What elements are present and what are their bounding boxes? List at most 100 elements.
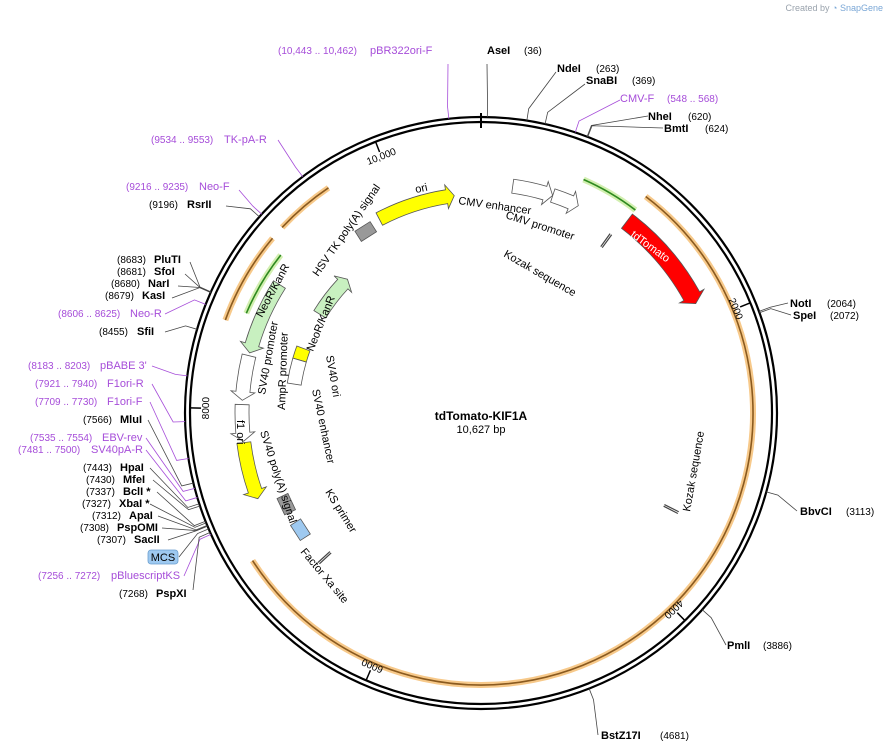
primer-name: pBluescriptKS (111, 570, 180, 582)
leader-line (701, 609, 727, 646)
primer-range: (548 .. 568) (667, 94, 718, 105)
tick-mark (365, 669, 372, 681)
small-feature-mark (600, 233, 611, 247)
site-enzyme: NarI (148, 278, 169, 290)
small-feature-box (289, 518, 311, 542)
site-position: (7307) (97, 535, 126, 546)
site-enzyme: ApaI (129, 510, 153, 522)
mcs-badge[interactable] (147, 549, 179, 565)
leader-line (145, 449, 198, 502)
small-feature-mark (601, 234, 613, 249)
site-position: (263) (596, 64, 619, 75)
primer-range: (8606 .. 8625) (58, 309, 120, 320)
site-enzyme: NdeI (557, 63, 581, 75)
leader-line (759, 308, 792, 316)
site-position: (2072) (830, 311, 859, 322)
leader-line (164, 299, 206, 315)
leader-line (277, 139, 304, 177)
leader-line (192, 532, 211, 591)
primer-range: (7535 .. 7554) (30, 433, 92, 444)
label-leaders (145, 63, 798, 736)
primer-name: CMV-F (620, 93, 655, 105)
site-position: (7268) (119, 589, 148, 600)
site-enzyme: XbaI * (119, 498, 150, 510)
site-enzyme: PluTI (154, 254, 181, 266)
site-position: (7312) (92, 511, 121, 522)
site-enzyme: MfeI (123, 474, 145, 486)
leader-line (152, 479, 201, 511)
highlight-arc-green-core (583, 178, 636, 211)
small-feature-box (276, 492, 297, 516)
small-features (276, 221, 679, 565)
site-position: (8680) (111, 279, 140, 290)
site-position: (8455) (99, 327, 128, 338)
site-enzyme: SpeI (793, 310, 816, 322)
leader-line (184, 273, 211, 293)
feature-arrow (292, 345, 311, 363)
feature-label-ks-primer: KS primer (322, 487, 358, 535)
leader-line (171, 287, 211, 299)
site-enzyme: BbvCI (800, 506, 832, 518)
feature-label-kozak: Kozak sequence (681, 430, 707, 512)
leader-line (758, 302, 789, 312)
leader-line (586, 115, 649, 137)
primer-name: pBABE 3' (100, 360, 147, 372)
site-position: (36) (524, 46, 542, 57)
site-position: (7443) (83, 463, 112, 474)
leader-line (145, 437, 195, 492)
site-position: (8679) (105, 291, 134, 302)
feature-label-cmv-promoter: CMV promoter (504, 209, 576, 243)
feature-arrow (286, 357, 307, 386)
small-feature-box (354, 221, 378, 242)
primer-name: Neo-R (130, 308, 162, 320)
site-enzyme: PmlI (727, 640, 750, 652)
site-position: (7308) (80, 523, 109, 534)
feature-arrow (511, 178, 554, 206)
highlight-arc-green-core (245, 254, 282, 314)
feature-label-sv40-polya: SV40 poly(A) signal (257, 429, 298, 525)
feature-arrow (229, 403, 256, 442)
feature-label-sv40-enhancer: SV40 enhancer (309, 388, 337, 465)
site-enzyme: KasI (142, 290, 165, 302)
features (229, 178, 706, 500)
plasmid-name: tdTomato-KIF1A (435, 409, 528, 423)
site-enzyme: BclI * (123, 486, 151, 498)
tick-label: 8000 (201, 397, 212, 420)
credit-prefix: Created by (785, 3, 830, 13)
primer-name: F1ori-R (107, 378, 144, 390)
leader-line (164, 325, 198, 333)
leader-line (157, 515, 208, 531)
leader-line (238, 189, 262, 215)
site-position: (8681) (117, 267, 146, 278)
leader-line (178, 528, 209, 558)
highlight-arc-core (627, 289, 754, 643)
leader-line (526, 71, 557, 121)
site-enzyme: AseI (487, 45, 510, 57)
feature-label-ori: ori (414, 182, 428, 196)
feature-label-ampr-promoter: AmpR promoter (276, 332, 291, 410)
site-position: (8683) (117, 255, 146, 266)
primer-range: (7256 .. 7272) (38, 571, 100, 582)
site-position: (9196) (149, 200, 178, 211)
site-enzyme: BstZ17I (601, 730, 641, 742)
site-enzyme: SfiI (137, 326, 154, 338)
site-enzyme: PspXI (156, 588, 187, 600)
site-enzyme: BmtI (664, 123, 688, 135)
feature-label-sv40-ori: SV40 ori (323, 354, 342, 398)
feature-arrow (620, 213, 706, 305)
feature-arrow (229, 353, 257, 401)
primer-range: (9534 .. 9553) (151, 135, 213, 146)
leader-line (151, 383, 186, 423)
site-enzyme: NotI (790, 298, 811, 310)
site-enzyme: PspOMI (117, 522, 158, 534)
leader-line (147, 419, 194, 487)
highlight-arc-green (582, 176, 638, 213)
leader-line (544, 83, 586, 125)
small-feature-mark (317, 551, 331, 563)
feature-label-factor-xa: Factor Xa site (298, 546, 351, 606)
site-position: (624) (705, 124, 728, 135)
site-enzyme: SnaBI (586, 75, 617, 87)
feature-highlights (222, 176, 756, 688)
primer-range: (7481 .. 7500) (18, 445, 80, 456)
